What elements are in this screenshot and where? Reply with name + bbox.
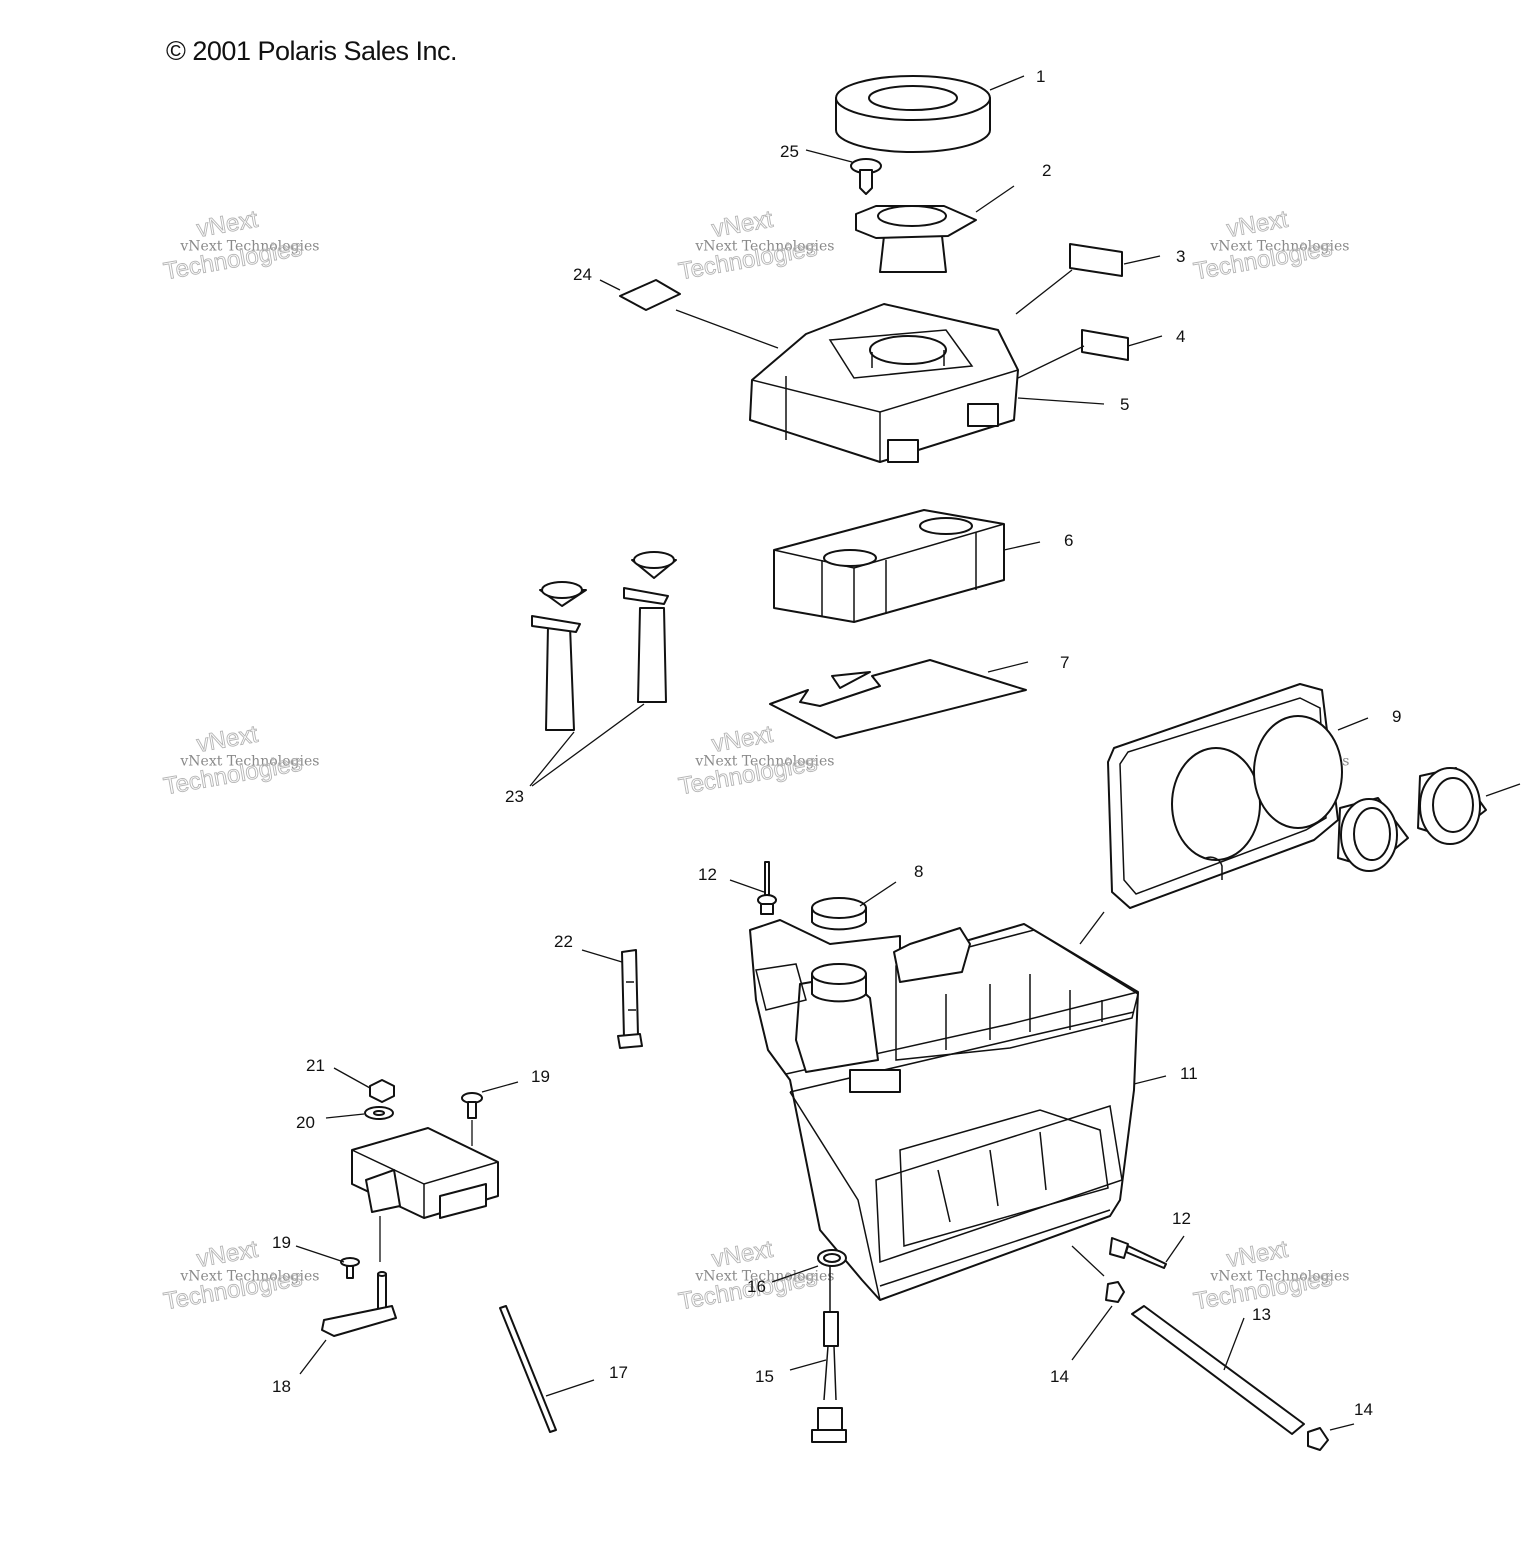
part-12-bolt-lower bbox=[1109, 1237, 1167, 1269]
copyright-notice: © 2001 Polaris Sales Inc. bbox=[166, 36, 458, 66]
part-10-boots bbox=[1337, 767, 1487, 872]
watermark-text: vNext bbox=[195, 1236, 260, 1273]
part-18-bracket bbox=[321, 1271, 397, 1337]
watermark-top-left: vNext vNext Technologies Technologies bbox=[161, 205, 319, 286]
watermark-text: vNext Technologies bbox=[179, 238, 319, 254]
callout-24: 24 bbox=[573, 265, 592, 284]
callout-8: 8 bbox=[914, 862, 923, 881]
callout-7: 7 bbox=[1060, 653, 1069, 672]
watermark-bottom-right: vNext vNext Technologies Technologies bbox=[1191, 1235, 1349, 1316]
part-3-decal bbox=[1069, 243, 1123, 277]
callout-1: 1 bbox=[1036, 67, 1045, 86]
watermark-text: vNext bbox=[710, 721, 775, 758]
leader-lines bbox=[295, 75, 1521, 1431]
callout-14-lower: 14 bbox=[1354, 1400, 1373, 1419]
part-9-side-panel bbox=[1107, 683, 1343, 909]
callout-11: 11 bbox=[1180, 1064, 1198, 1083]
callout-18: 18 bbox=[272, 1377, 291, 1396]
part-11-airbox-housing bbox=[749, 919, 1139, 1301]
callout-3: 3 bbox=[1176, 247, 1185, 266]
part-5-airbox-cover bbox=[749, 303, 1019, 463]
watermark-text: vNext Technologies bbox=[694, 753, 834, 769]
part-24-decal bbox=[619, 279, 681, 311]
watermark-text: vNext Technologies bbox=[1209, 1268, 1349, 1284]
callout-19-upper: 19 bbox=[531, 1067, 550, 1086]
part-17-cable-tie bbox=[499, 1305, 557, 1433]
part-8-filler-cap bbox=[811, 897, 867, 931]
watermark-text: vNext bbox=[195, 206, 260, 243]
callout-16: 16 bbox=[747, 1277, 766, 1296]
callout-13: 13 bbox=[1252, 1305, 1271, 1324]
part-1-foam-ring bbox=[835, 75, 991, 153]
watermark-text: vNext bbox=[1225, 206, 1290, 243]
callout-labels: 1 2 3 4 5 6 7 8 9 11 12 12 13 14 14 15 1… bbox=[272, 67, 1401, 1419]
part-19-screw-lower bbox=[340, 1257, 360, 1279]
callout-12-lower: 12 bbox=[1172, 1209, 1191, 1228]
callout-21: 21 bbox=[306, 1056, 325, 1075]
callout-20: 20 bbox=[296, 1113, 315, 1132]
callout-17: 17 bbox=[609, 1363, 628, 1382]
part-14-fitting-lower bbox=[1307, 1427, 1329, 1451]
part-4-decal bbox=[1081, 329, 1129, 361]
callout-14-upper: 14 bbox=[1050, 1367, 1069, 1386]
part-7-gasket-plate bbox=[769, 659, 1027, 739]
watermark-text: vNext Technologies bbox=[179, 753, 319, 769]
part-19-screw-upper bbox=[461, 1092, 483, 1119]
callout-5: 5 bbox=[1120, 395, 1129, 414]
callout-4: 4 bbox=[1176, 327, 1185, 346]
part-cdi-module bbox=[351, 1127, 499, 1219]
watermark-text: vNext Technologies bbox=[179, 1268, 319, 1284]
callout-2: 2 bbox=[1042, 161, 1051, 180]
watermark-text: vNext bbox=[710, 1236, 775, 1273]
watermark-text: vNext bbox=[195, 721, 260, 758]
watermark-text: vNext bbox=[1225, 1236, 1290, 1273]
part-21-nut bbox=[369, 1079, 395, 1103]
part-6-foam-filter bbox=[773, 509, 1005, 623]
part-12-bolt-upper bbox=[757, 861, 777, 915]
watermark-text: vNext bbox=[710, 206, 775, 243]
part-14-fitting-upper bbox=[1105, 1281, 1125, 1303]
watermark-mid-left: vNext vNext Technologies Technologies bbox=[161, 720, 319, 801]
callout-22: 22 bbox=[554, 932, 573, 951]
callout-25: 25 bbox=[780, 142, 799, 161]
callout-15: 15 bbox=[755, 1367, 774, 1386]
part-2-adapter-flange bbox=[855, 205, 977, 273]
part-22-clip bbox=[617, 949, 643, 1049]
watermark-top-center: vNext vNext Technologies Technologies bbox=[676, 205, 834, 286]
part-13-hose bbox=[1131, 1305, 1305, 1435]
part-23-velocity-stacks bbox=[531, 551, 677, 731]
callout-12-upper: 12 bbox=[698, 865, 717, 884]
part-16-clamp bbox=[817, 1249, 847, 1267]
part-25-push-rivet bbox=[850, 158, 882, 195]
watermark-bottom-left: vNext vNext Technologies Technologies bbox=[161, 1235, 319, 1316]
watermark-text: vNext Technologies bbox=[694, 238, 834, 254]
callout-23: 23 bbox=[505, 787, 524, 806]
callout-6: 6 bbox=[1064, 531, 1073, 550]
callout-19-lower: 19 bbox=[272, 1233, 291, 1252]
part-15-sensor bbox=[811, 1266, 847, 1443]
watermark-top-right: vNext vNext Technologies Technologies bbox=[1191, 205, 1349, 286]
callout-9: 9 bbox=[1392, 707, 1401, 726]
watermark-text: vNext Technologies bbox=[1209, 238, 1349, 254]
part-20-washer bbox=[364, 1106, 394, 1120]
watermark-bottom-center: vNext vNext Technologies Technologies bbox=[676, 1235, 834, 1316]
